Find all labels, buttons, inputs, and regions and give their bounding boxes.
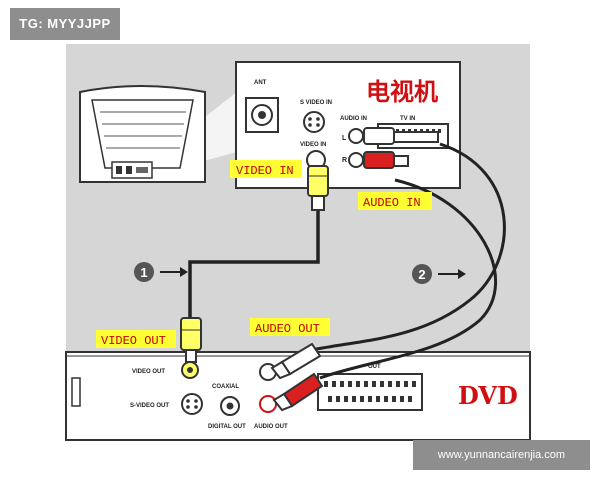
svideo-out-label: S-VIDEO OUT	[130, 403, 169, 409]
audeo-in-tag: AUDEO IN	[363, 196, 421, 210]
arrow-right-icon	[458, 269, 466, 279]
tv-back-illustration	[79, 85, 206, 183]
video-out-label: VIDEO OUT	[132, 369, 165, 375]
audio-out-label: AUDIO OUT	[254, 424, 288, 430]
bottom-watermark: www.yunnancairenjia.com	[413, 440, 590, 470]
scart-out-label: OUT	[368, 364, 381, 370]
video-out-yellow-plug	[180, 317, 202, 363]
step-2-marker: 2	[412, 264, 466, 284]
left-channel-label: L	[342, 135, 347, 142]
digital-out-label: DIGITAL OUT	[208, 424, 246, 430]
arrow-right-icon	[180, 267, 188, 277]
video-cable	[188, 210, 320, 330]
top-watermark: TG: MYYJJPP	[10, 8, 120, 40]
audeo-out-tag: AUDEO OUT	[255, 322, 320, 336]
svideo-in-label: S VIDEO IN	[300, 100, 332, 106]
audio-cable-left	[311, 142, 506, 352]
ant-label: ANT	[254, 80, 267, 86]
audio-in-label: AUDIO IN	[340, 116, 367, 122]
video-in-tag: VIDEO IN	[236, 164, 294, 178]
scart-out-port	[317, 373, 423, 411]
audio-in-left-port	[348, 128, 364, 144]
tv-title: 电视机	[366, 77, 438, 106]
dvd-title: DVD	[458, 381, 518, 410]
audio-in-red-plug	[363, 151, 409, 169]
right-channel-label: R	[342, 157, 347, 164]
audio-out-white-plug	[270, 342, 322, 380]
audio-cable-right	[319, 178, 498, 380]
video-in-label: VIDEO IN	[300, 142, 326, 148]
step-1-marker: 1	[134, 262, 188, 282]
svideo-out-port	[181, 393, 203, 415]
audeo-in-tag-bg	[358, 192, 432, 210]
step-1-number: 1	[140, 265, 147, 280]
step-2-number: 2	[418, 267, 425, 282]
video-in-yellow-plug	[307, 165, 329, 211]
audio-in-white-plug	[363, 127, 439, 145]
video-out-tag-bg	[96, 330, 176, 348]
audio-in-right-port	[348, 152, 364, 168]
video-in-tag-bg	[230, 160, 302, 178]
tv-in-label: TV IN	[400, 116, 415, 122]
video-out-tag: VIDEO OUT	[101, 334, 166, 348]
audio-out-red-plug	[272, 372, 324, 412]
svideo-in-port	[303, 111, 325, 133]
audio-out-right-port	[259, 395, 277, 413]
coaxial-label: COAXIAL	[212, 384, 239, 390]
audeo-out-tag-bg	[250, 318, 330, 336]
